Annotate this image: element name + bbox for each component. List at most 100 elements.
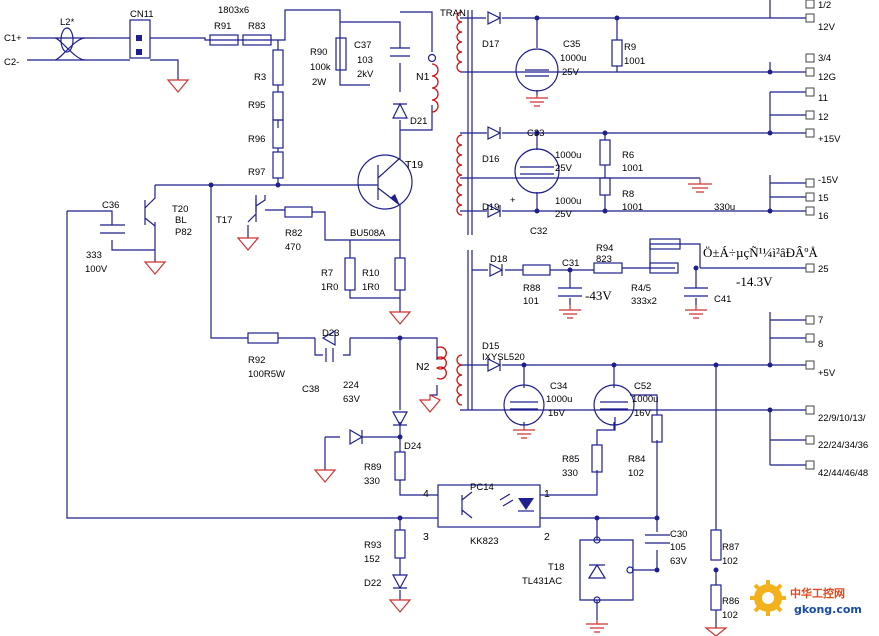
c34-capacitor (503, 384, 545, 426)
label-d22: D22 (364, 578, 381, 589)
r97-resistor (272, 151, 284, 179)
d24-side-diode (349, 428, 364, 446)
labels: C1+ C2- L2* CN11 1803x6 R91 R83 R3 R95 R… (4, 0, 868, 621)
r7-resistor (344, 257, 356, 291)
r6-resistor (599, 139, 611, 166)
n1-dot (427, 53, 437, 63)
watermark-url: gkong.com (794, 603, 862, 616)
label-r87: R87 (722, 542, 739, 553)
label-t20: T20 (172, 204, 188, 215)
label-tran: TRAN (440, 8, 466, 19)
d24-diode (391, 411, 409, 427)
label-r6: R6 (622, 150, 634, 161)
label-c33-val: 1000u (555, 150, 581, 161)
label-t20-b: P82 (175, 227, 192, 238)
pin-label-group1: 22/9/10/13/ (818, 413, 866, 424)
gkong-watermark: 中华工控网 gkong.com (750, 580, 862, 616)
d19-diode (487, 204, 502, 218)
label-r84-val: 102 (628, 468, 644, 479)
label-r10-val: 1R0 (362, 282, 379, 293)
r95-resistor (272, 91, 284, 121)
label-r88-val: 101 (523, 296, 539, 307)
pin-label-group3: 42/44/46/48 (818, 468, 868, 479)
pin-label-group2: 22/24/34/36 (818, 440, 868, 451)
label-d15-part: IXYSL520 (482, 352, 525, 363)
label-c30-val: 105 (670, 542, 686, 553)
r85-resistor (591, 444, 603, 473)
label-c32: C32 (530, 226, 547, 237)
r91-resistor (209, 34, 239, 46)
ground-symbols (143, 79, 728, 636)
r96-resistor (272, 119, 284, 149)
label-c1: C1+ (4, 33, 22, 44)
d21-diode (392, 102, 408, 119)
d18-diode (489, 263, 504, 277)
label-c38-volt: 63V (343, 394, 361, 405)
components (54, 0, 815, 636)
label-r82-val: 470 (285, 242, 301, 253)
label-r6-val: 1001 (622, 163, 643, 174)
label-r97: R97 (248, 167, 265, 178)
r86-resistor (710, 584, 722, 611)
label-c34-val: 1000u (546, 394, 572, 405)
watermark-cn: 中华工控网 (790, 586, 845, 600)
label-r86: R86 (722, 596, 739, 607)
label-cn11: CN11 (130, 9, 154, 20)
label-r90-pow: 2W (312, 77, 326, 88)
label-l330: 330u (714, 202, 735, 213)
r84-resistor (651, 414, 663, 443)
label-r94-val: 823 (596, 254, 612, 265)
label-c36: C36 (102, 200, 119, 211)
tl431-regulator (587, 563, 607, 579)
label-c37: C37 (354, 40, 371, 51)
t20-transistor (144, 185, 156, 227)
label-c33: C33 (527, 128, 544, 139)
label-c38: C38 (302, 384, 319, 395)
label-r87-val: 102 (722, 556, 738, 567)
d23-diode (321, 329, 336, 347)
pin-label-25: 25 (818, 264, 829, 275)
label-n2: N2 (416, 361, 430, 373)
label-pin2: 2 (544, 531, 550, 543)
r5-resistor (649, 262, 679, 274)
c33-capacitor (514, 148, 560, 194)
label-r88: R88 (523, 283, 540, 294)
pin-label-15: 15 (818, 193, 829, 204)
label-pin1: 1 (544, 488, 550, 500)
label-c41: C41 (714, 294, 731, 305)
r9-resistor (611, 39, 623, 67)
c37-capacitor (390, 47, 410, 57)
label-r90: R90 (310, 47, 327, 58)
pin-label-7: 7 (818, 315, 823, 326)
pin-label-12v: 12V (818, 22, 836, 33)
label-pin4: 4 (423, 488, 429, 500)
n2-winding (435, 346, 447, 380)
label-c35-volt: 25V (562, 67, 580, 78)
label-c34-volt: 16V (548, 408, 566, 419)
label-c32-val: 1000u (555, 196, 581, 207)
r8-resistor (599, 177, 611, 196)
pc14-optocoupler (437, 484, 541, 528)
label-n1: N1 (416, 71, 430, 83)
label-d19: D19 (482, 202, 499, 213)
label-r90-val: 100k (310, 62, 331, 73)
t19-transistor (357, 154, 413, 210)
label-c35: C35 (563, 39, 580, 50)
label-r8: R8 (622, 189, 634, 200)
label-r83: R83 (248, 21, 265, 32)
label-t19: T19 (405, 159, 423, 171)
label-r92: R92 (248, 355, 265, 366)
d16-diode (487, 126, 502, 140)
pin-label-16: 16 (818, 211, 829, 222)
label-c36-val: 333 (86, 250, 102, 261)
label-r96: R96 (248, 134, 265, 145)
label-c52-val: 1000u (632, 394, 658, 405)
label-r92-val: 100R5W (248, 369, 285, 380)
label-r95: R95 (248, 100, 265, 111)
label-c2: C2- (4, 57, 19, 68)
label-t18: T18 (548, 562, 564, 573)
label-r86-val: 102 (722, 610, 738, 621)
pin-label-minus15v: -15V (818, 175, 839, 186)
label-r45: R4/5 (631, 283, 651, 294)
